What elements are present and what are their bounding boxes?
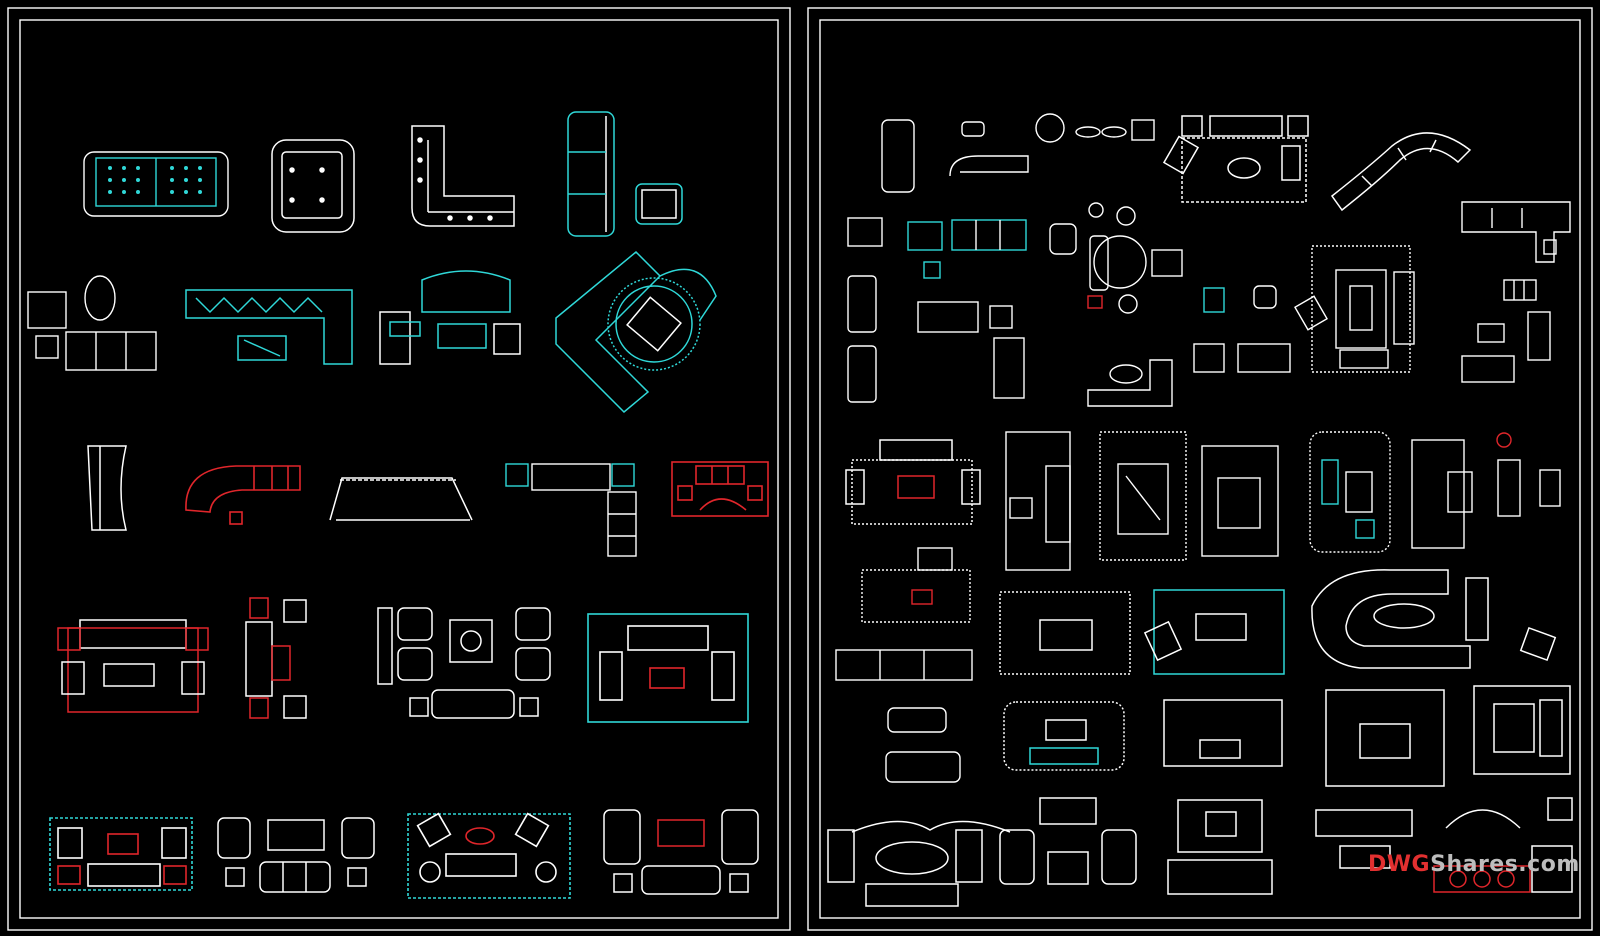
lounge-set-cyan bbox=[379, 270, 521, 365]
watermark-logo: DWGShares.com bbox=[1368, 852, 1580, 877]
sofa-set-red bbox=[671, 461, 769, 517]
l-shaped-sofa bbox=[411, 125, 515, 227]
set-rug-red-table bbox=[845, 439, 981, 525]
small-right-items bbox=[1461, 279, 1551, 383]
right-living-rug-oval bbox=[1162, 115, 1309, 203]
armchair-square bbox=[271, 139, 355, 233]
living-set-white-3 bbox=[603, 809, 759, 895]
set-red-hatch-small bbox=[835, 547, 973, 681]
small-chairs-group bbox=[885, 707, 961, 783]
living-set-white-2 bbox=[217, 817, 375, 893]
living-set-red-rug bbox=[57, 619, 209, 713]
set-teal-cushions bbox=[1309, 431, 1561, 553]
long-sofa-outline bbox=[329, 477, 473, 521]
large-curved-sectional bbox=[1311, 569, 1557, 669]
curved-sectional-round-rug bbox=[555, 250, 717, 414]
s-curve-sofa bbox=[1330, 132, 1472, 212]
right-top-misc bbox=[881, 113, 1155, 193]
living-set-cyan-dotted bbox=[49, 817, 193, 891]
right-sheet-frame bbox=[807, 7, 1593, 931]
living-set-hatched-rug bbox=[1294, 245, 1415, 373]
sofa-vertical-cyan bbox=[567, 111, 683, 237]
side-panel bbox=[87, 445, 127, 531]
round-table-cluster bbox=[1087, 202, 1277, 314]
sofa-group-vertical bbox=[245, 597, 307, 719]
living-set-cyan-frame bbox=[587, 613, 749, 723]
l-sectional-right bbox=[1461, 201, 1571, 263]
left-sheet-frame bbox=[7, 7, 791, 931]
bottom-sets bbox=[999, 797, 1573, 895]
left-stack-sofas bbox=[847, 275, 1291, 407]
watermark-brand: DWG bbox=[1368, 852, 1431, 877]
curved-sofa-red bbox=[185, 465, 301, 525]
living-set-white bbox=[377, 607, 551, 719]
l-sofa-with-endtables bbox=[505, 463, 637, 557]
watermark-site: Shares.com bbox=[1430, 852, 1580, 877]
small-seating-cluster bbox=[847, 217, 1077, 279]
sofa-cyan-tufted bbox=[83, 151, 229, 217]
tall-set-center bbox=[1005, 431, 1279, 571]
living-set-cyan-rug-oval bbox=[407, 812, 571, 899]
chair-and-table-set bbox=[27, 275, 157, 371]
bottom-oval-set bbox=[827, 820, 1011, 907]
sets-hatched-coffee-tables bbox=[999, 589, 1285, 675]
sets-row-five bbox=[1003, 685, 1571, 787]
sectional-zigzag-cyan bbox=[185, 289, 353, 365]
